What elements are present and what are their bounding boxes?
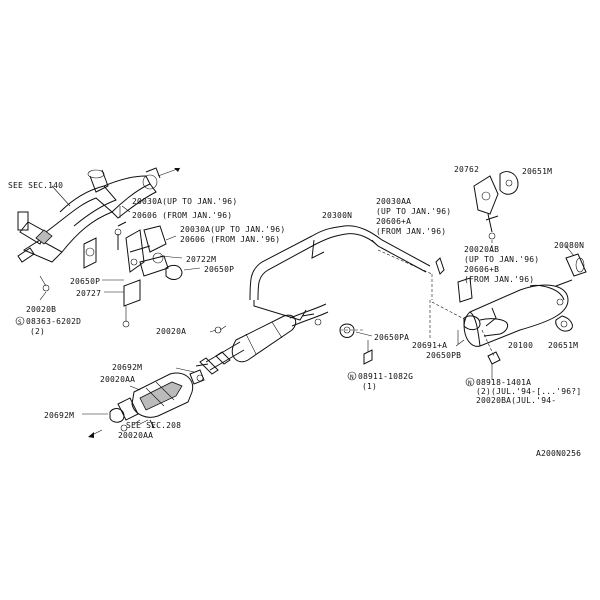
label-08918-note: (2)(JUL.'94-[...'96?] [476,387,581,396]
bolt-symbol-icon [15,316,25,326]
label-20606b-note: (FROM JAN.'96) [464,275,534,284]
label-20100: 20100 [508,341,533,350]
diagram-code: A200N0256 [536,449,581,458]
label-20722m: 20722M [186,255,216,264]
label-20606a-note: (FROM JAN.'96) [376,227,446,236]
label-20692m-top: 20692M [112,363,142,372]
label-20762: 20762 [454,165,479,174]
label-20030aa-note: (UP TO JAN.'96) [376,207,451,216]
label-20030a: 20030A(UP TO JAN.'96) [132,197,237,206]
label-20606-2: 20606 (FROM JAN.'96) [180,235,280,244]
nut-symbol-icon [347,371,357,381]
middle-hangers [214,239,445,365]
label-08363: 08363-6202D [26,317,81,326]
center-pipe-resonator [199,303,329,375]
nut-symbol-icon-2 [465,377,475,387]
label-20692m-bot: 20692M [44,411,74,420]
label-20030aa: 20030AA [376,197,411,206]
label-20691a: 20691+A [412,341,447,350]
label-20300n: 20300N [322,211,352,220]
label-20606b: 20606+B [464,265,499,274]
part-labels: SEE SEC.140 20030A(UP TO JAN.'96) 20606 … [8,165,584,458]
rear-muffler [457,277,573,347]
label-20606: 20606 (FROM JAN.'96) [132,211,232,220]
leader-lines-left [39,185,201,301]
label-20651m-bot: 20651M [548,341,578,350]
leader-lines-lower [82,329,465,425]
label-20080n: 20080N [554,241,584,250]
svg-text:N: N [350,374,354,381]
label-20020aa-bot: 20020AA [118,431,153,440]
label-20020a: 20020A [156,327,186,336]
tail-finisher [565,245,587,277]
label-20650p-right: 20650P [204,265,234,274]
label-08363-qty: (2) [30,327,45,336]
label-20020ba: 20020BA(JUL.'94- [476,396,556,405]
rear-hanger-bracket [473,171,519,252]
label-20030a-2: 20030A(UP TO JAN.'96) [180,225,285,234]
label-20020b: 20020B [26,305,56,314]
svg-text:S: S [18,319,22,326]
label-08911-qty: (1) [362,382,377,391]
label-20650pa: 20650PA [374,333,409,342]
svg-text:N: N [468,380,472,387]
front-catalyst-assembly [17,167,181,263]
alignment-lines [340,249,495,357]
label-20020ab: 20020AB [464,245,499,254]
label-20606a: 20606+A [376,217,411,226]
front-catalyst-lower [88,363,209,438]
label-08911: 08911-1082G [358,372,413,381]
label-08918: 08918-1401A [476,378,531,387]
label-20020aa-top: 20020AA [100,375,135,384]
label-see-sec-208[interactable]: SEE SEC.208 [126,421,181,430]
main-tailpipe [249,225,431,326]
label-20650pb: 20650PB [426,351,461,360]
label-see-sec-140[interactable]: SEE SEC.140 [8,181,63,190]
label-20727: 20727 [76,289,101,298]
label-20650p-left: 20650P [70,277,100,286]
right-fasteners [457,330,501,380]
label-20651m-top: 20651M [522,167,552,176]
front-bracket-hangers [39,206,183,328]
label-20020ab-note: (UP TO JAN.'96) [464,255,539,264]
